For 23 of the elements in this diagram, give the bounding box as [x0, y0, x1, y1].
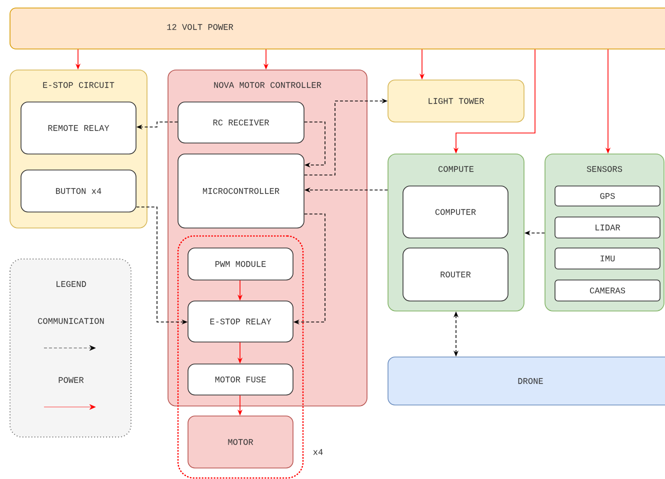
- process-box: MICROCONTROLLER: [178, 154, 304, 228]
- communication-arrow: [304, 122, 326, 168]
- power-bar: 12 VOLT POWER: [10, 8, 665, 50]
- process-box: BUTTON x4: [20, 170, 136, 212]
- process-box: COMPUTER: [402, 186, 508, 238]
- group-outline: [177, 235, 304, 479]
- sensor-box: GPS: [554, 186, 660, 206]
- process-box: MOTOR FUSE: [188, 364, 294, 396]
- legend-label: COMMUNICATION: [38, 318, 104, 324]
- process-box: RC RECEIVER: [178, 102, 304, 144]
- process-box: E-STOP RELAY: [188, 300, 294, 342]
- process-box: MOTOR: [188, 416, 294, 468]
- process-box: DRONE: [388, 356, 665, 406]
- process-box: LIGHT TOWER: [388, 80, 524, 122]
- process-box: PWM MODULE: [188, 248, 294, 280]
- legend-heading: LEGEND: [56, 281, 86, 287]
- sensor-box: IMU: [554, 248, 660, 270]
- process-box: ROUTER: [402, 248, 508, 302]
- sensor-box: CAMERAS: [554, 280, 660, 302]
- process-box: REMOTE RELAY: [20, 102, 136, 154]
- sensor-box: LIDAR: [554, 216, 660, 238]
- count-label: x4: [313, 449, 323, 455]
- legend-label: POWER: [58, 377, 84, 383]
